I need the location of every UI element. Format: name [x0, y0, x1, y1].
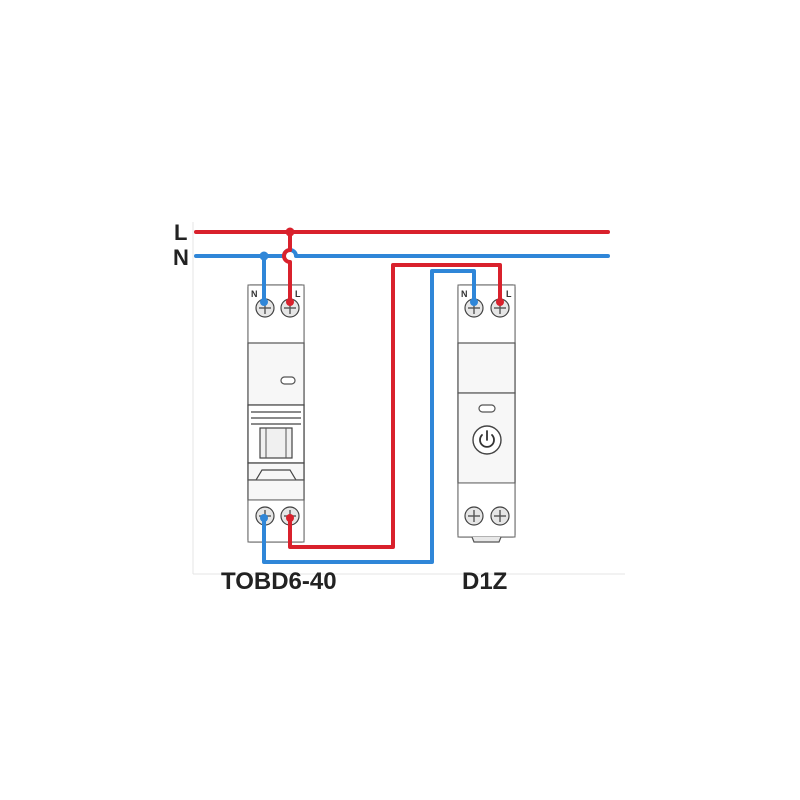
switch-model-label: D1Z — [462, 568, 507, 595]
breaker-terminal-l-letter: L — [295, 289, 301, 299]
breaker-module — [247, 284, 305, 543]
breaker-bottom-n-contact — [260, 514, 268, 522]
breaker-top-l-contact — [286, 298, 294, 306]
breaker-top-n-contact — [260, 298, 268, 306]
neutral-bus-wire — [194, 248, 610, 258]
breaker-bottom-l-contact — [286, 514, 294, 522]
switch-terminal-l-letter: L — [506, 289, 512, 299]
breaker-toggle[interactable] — [247, 404, 305, 464]
switch-module — [457, 284, 516, 543]
breaker-indicator-window — [280, 376, 296, 385]
neutral-output-wire — [262, 269, 476, 564]
switch-top-l-contact — [496, 298, 504, 306]
line-bus-label: L — [174, 220, 187, 245]
switch-bottom-n-screw[interactable] — [464, 506, 484, 526]
breaker-model-label: TOBD6-40 — [221, 568, 337, 595]
switch-terminal-n-letter: N — [461, 289, 468, 299]
power-button[interactable] — [472, 425, 502, 455]
neutral-junction-dot — [259, 251, 269, 261]
switch-indicator-window — [478, 404, 496, 413]
line-junction-dot — [285, 227, 295, 237]
breaker-line-input-wire — [282, 230, 292, 302]
switch-bottom-l-screw[interactable] — [490, 506, 510, 526]
neutral-bus-label: N — [173, 245, 189, 270]
power-icon — [479, 430, 495, 448]
breaker-terminal-n-letter: N — [251, 289, 258, 299]
line-output-wire — [288, 263, 502, 549]
switch-top-n-contact — [470, 298, 478, 306]
